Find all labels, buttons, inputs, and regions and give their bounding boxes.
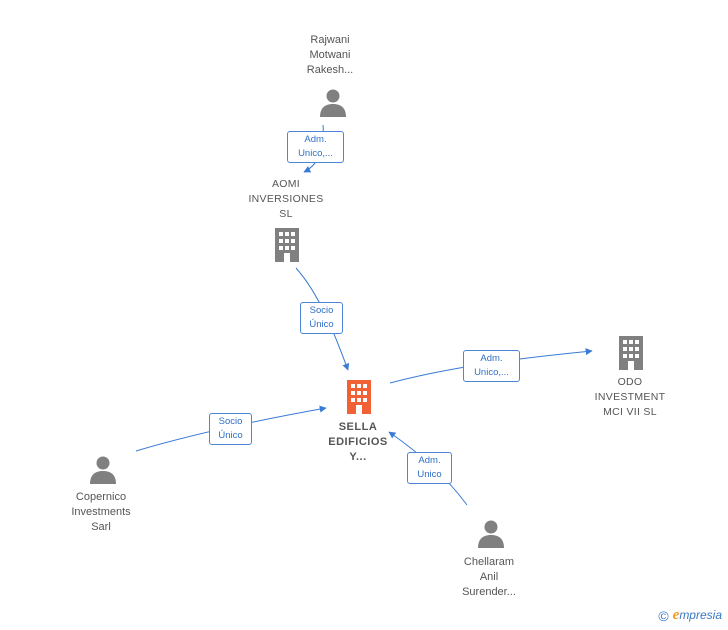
brand-footer: © empresia — [658, 607, 722, 624]
person-icon[interactable] — [476, 519, 506, 549]
person-icon[interactable] — [318, 88, 348, 118]
node-label-aomi[interactable]: AOMI INVERSIONES SL — [248, 178, 324, 220]
edge-label-copernico-sella[interactable]: Socio Único — [209, 413, 252, 445]
copyright-symbol: © — [658, 607, 669, 624]
node-label-chellaram[interactable]: Chellaram Anil Surender... — [462, 556, 516, 598]
edge-label-aomi-sella[interactable]: Socio Único — [300, 302, 343, 334]
node-label-rajwani[interactable]: Rajwani Motwani Rakesh... — [306, 34, 354, 76]
building-icon[interactable] — [272, 228, 302, 262]
node-label-sella[interactable]: SELLA EDIFICIOS Y... — [328, 421, 388, 463]
node-label-copernico[interactable]: Copernico Investments Sarl — [71, 491, 131, 533]
empresia-logo: empresia — [672, 607, 722, 623]
node-label-odo[interactable]: ODO INVESTMENT MCI VII SL — [594, 376, 666, 418]
main-building-icon[interactable] — [344, 380, 374, 414]
edge-label-rajwani-aomi[interactable]: Adm. Unico,... — [287, 131, 344, 163]
edge-label-chellaram-sella[interactable]: Adm. Unico — [407, 452, 452, 484]
edge-label-sella-odo[interactable]: Adm. Unico,... — [463, 350, 520, 382]
building-icon[interactable] — [616, 336, 646, 370]
person-icon[interactable] — [88, 455, 118, 485]
